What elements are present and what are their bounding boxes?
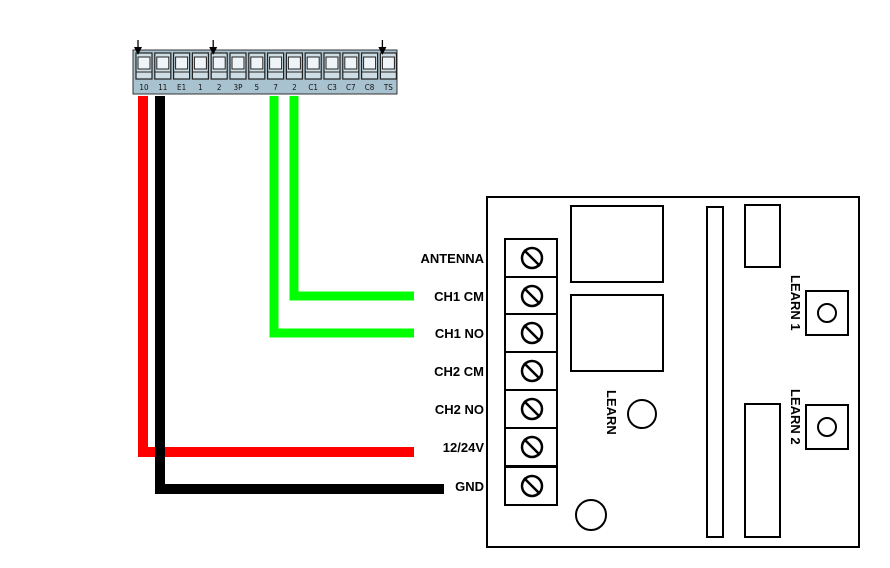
screw-terminal [504, 389, 558, 429]
terminal-slot-e1 [173, 52, 191, 80]
terminal-slot-3p [229, 52, 247, 80]
terminal-label-3: CH2 CM [434, 364, 484, 379]
learn-indicator-led [627, 399, 657, 429]
screw-terminal [504, 351, 558, 391]
terminal-label: 2 [217, 83, 222, 92]
terminal-slot-11 [154, 52, 172, 80]
terminal-label: C7 [346, 83, 356, 92]
terminal-label-5: 12/24V [443, 440, 485, 455]
learn-2-button-icon [817, 417, 837, 437]
learn-2-label: LEARN 2 [788, 389, 803, 445]
terminal-slot-ts [379, 52, 397, 80]
terminal-label: 7 [273, 83, 278, 92]
wire-green-ch1-no [269, 96, 414, 338]
wire-red-12-24v [138, 96, 414, 457]
board-strip [706, 206, 724, 538]
board-hole [575, 499, 607, 531]
relay-1 [570, 205, 664, 283]
wires [138, 96, 444, 494]
terminal-label: C1 [308, 83, 318, 92]
screw-terminal [504, 276, 558, 316]
terminal-label: 10 [139, 83, 149, 92]
component-top [744, 204, 781, 268]
learn-2-button[interactable] [805, 404, 849, 450]
component-bottom [744, 403, 781, 538]
terminal-slot-2 [210, 52, 228, 80]
screw-terminal [504, 238, 558, 278]
receiver-module: LEARN 1 LEARN 2 LEARN [486, 196, 860, 548]
terminal-label: 5 [255, 83, 260, 92]
terminal-label-4: CH2 NO [435, 402, 484, 417]
terminal-label: C3 [327, 83, 337, 92]
terminal-label: 11 [158, 83, 167, 92]
relay-2 [570, 294, 664, 372]
terminal-slot-5 [248, 52, 266, 80]
arrow-marker-icon [378, 40, 387, 55]
terminal-label-1: CH1 CM [434, 289, 484, 304]
terminal-label: TS [383, 83, 393, 92]
terminal-label-6: GND [455, 479, 484, 494]
terminal-slot-7 [267, 52, 285, 80]
learn-indicator-label: LEARN [604, 390, 619, 435]
arrow-marker-icon [134, 40, 142, 55]
terminal-block: 10 11 E1 1 2 3P 5 7 2 C1 C3 C7 C8 TS [132, 40, 398, 95]
learn-1-button[interactable] [805, 290, 849, 336]
terminal-label: 3P [234, 83, 244, 92]
terminal-label: 1 [198, 83, 203, 92]
screw-terminal [504, 466, 558, 506]
terminal-label: E1 [177, 83, 186, 92]
terminal-label-2: CH1 NO [435, 326, 484, 341]
terminal-slot-2 [285, 52, 303, 80]
screw-terminal [504, 427, 558, 467]
wire-black-gnd [155, 96, 444, 494]
terminal-slot-c3 [323, 52, 341, 80]
arrow-marker-icon [209, 40, 218, 55]
terminal-slot-c1 [304, 52, 322, 80]
terminal-slot-10 [135, 52, 153, 80]
terminal-slot-c7 [342, 52, 360, 80]
screw-terminal-strip [504, 238, 558, 506]
terminal-label: 2 [292, 83, 297, 92]
terminal-slot-c8 [361, 52, 379, 80]
receiver-terminal-labels: ANTENNA CH1 CM CH1 NO CH2 CM CH2 NO 12/24V GND [420, 251, 484, 494]
terminal-slot-1 [191, 52, 209, 80]
screw-terminal [504, 313, 558, 353]
learn-1-label: LEARN 1 [788, 275, 803, 331]
terminal-label: C8 [365, 83, 375, 92]
terminal-label-0: ANTENNA [420, 251, 484, 266]
learn-1-button-icon [817, 303, 837, 323]
wire-green-ch1-cm [289, 96, 414, 301]
